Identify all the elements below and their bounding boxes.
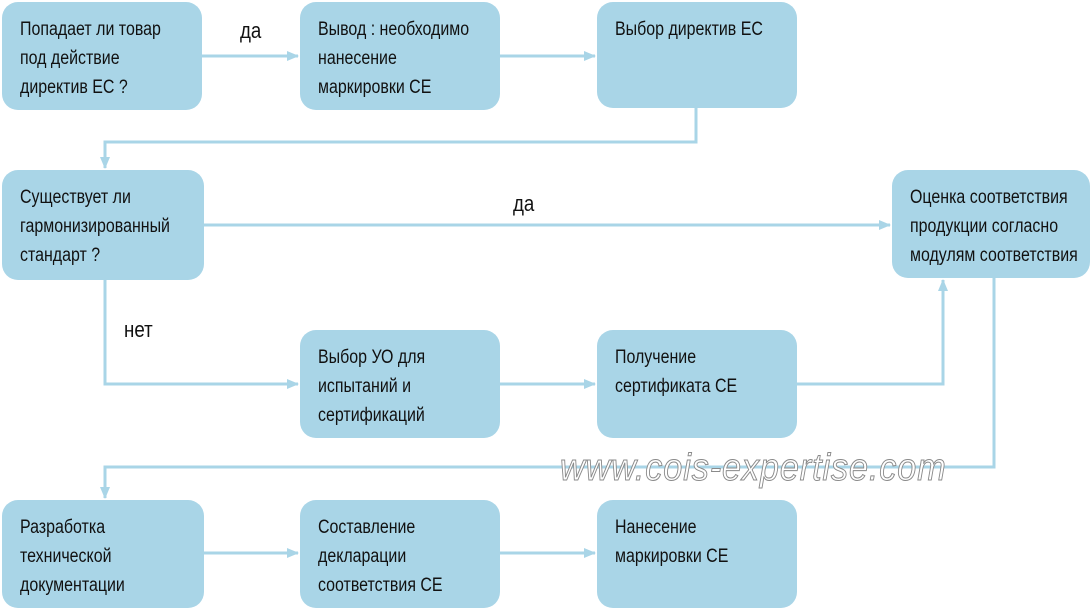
box-product-under-directives: Попадает ли товар под действие директив … <box>2 2 202 110</box>
box-text: Составление <box>318 517 416 538</box>
box-text: Выбор УО для <box>318 347 426 368</box>
box-text: модулям соответствия <box>910 245 1078 266</box>
arrow-b3-b4 <box>100 108 698 169</box>
box-text: стандарт ? <box>20 245 101 266</box>
label-yes: да <box>513 191 535 216</box>
arrow-b4-b6 <box>103 280 299 389</box>
box-conformity-assessment: Оценка соответствия продукции согласно м… <box>892 170 1090 278</box>
box-text: Существует ли <box>20 187 131 208</box>
label-yes: да <box>240 18 262 43</box>
box-ce-marking-required: Вывод : необходимо нанесение маркировки … <box>300 2 500 110</box>
box-text: документации <box>20 575 125 596</box>
box-text: технической <box>20 546 112 567</box>
box-text: Выбор директив ЕС <box>615 19 763 40</box>
box-harmonized-standard: Существует ли гармонизированный стандарт… <box>2 170 204 280</box>
box-text: Получение <box>615 347 697 368</box>
box-text: Разработка <box>20 517 106 538</box>
box-technical-documentation: Разработка технической документации <box>2 500 204 608</box>
arrow-b5-b8 <box>100 278 996 499</box>
box-text: сертификата СЕ <box>615 376 738 397</box>
box-text: директив ЕС ? <box>20 77 128 98</box>
box-text: маркировки СЕ <box>318 77 432 98</box>
box-text: под действие <box>20 48 120 69</box>
box-text: Оценка соответствия <box>910 187 1068 208</box>
arrow-b7-b5 <box>797 279 948 386</box>
box-text: Нанесение <box>615 517 697 538</box>
box-text: нанесение <box>318 48 397 69</box>
box-text: декларации <box>318 546 407 567</box>
watermark: www.cois-expertise.com <box>560 447 947 490</box>
box-text: соответствия СЕ <box>318 575 443 596</box>
box-select-notified-body: Выбор УО для испытаний и сертификаций <box>300 330 500 438</box>
label-no: нет <box>124 317 153 342</box>
box-text: испытаний и <box>318 376 412 397</box>
box-text: Вывод : необходимо <box>318 19 470 40</box>
box-text: продукции согласно <box>910 216 1059 237</box>
box-apply-ce-marking: Нанесение маркировки СЕ <box>597 500 797 608</box>
box-declaration-of-conformity: Составление декларации соответствия СЕ <box>300 500 500 608</box>
box-text: сертификаций <box>318 405 425 426</box>
box-text: Попадает ли товар <box>20 19 161 40</box>
box-obtain-certificate: Получение сертификата СЕ <box>597 330 797 438</box>
box-text: маркировки СЕ <box>615 546 729 567</box>
box-select-directives: Выбор директив ЕС <box>597 2 797 108</box>
box-text: гармонизированный <box>20 216 170 237</box>
